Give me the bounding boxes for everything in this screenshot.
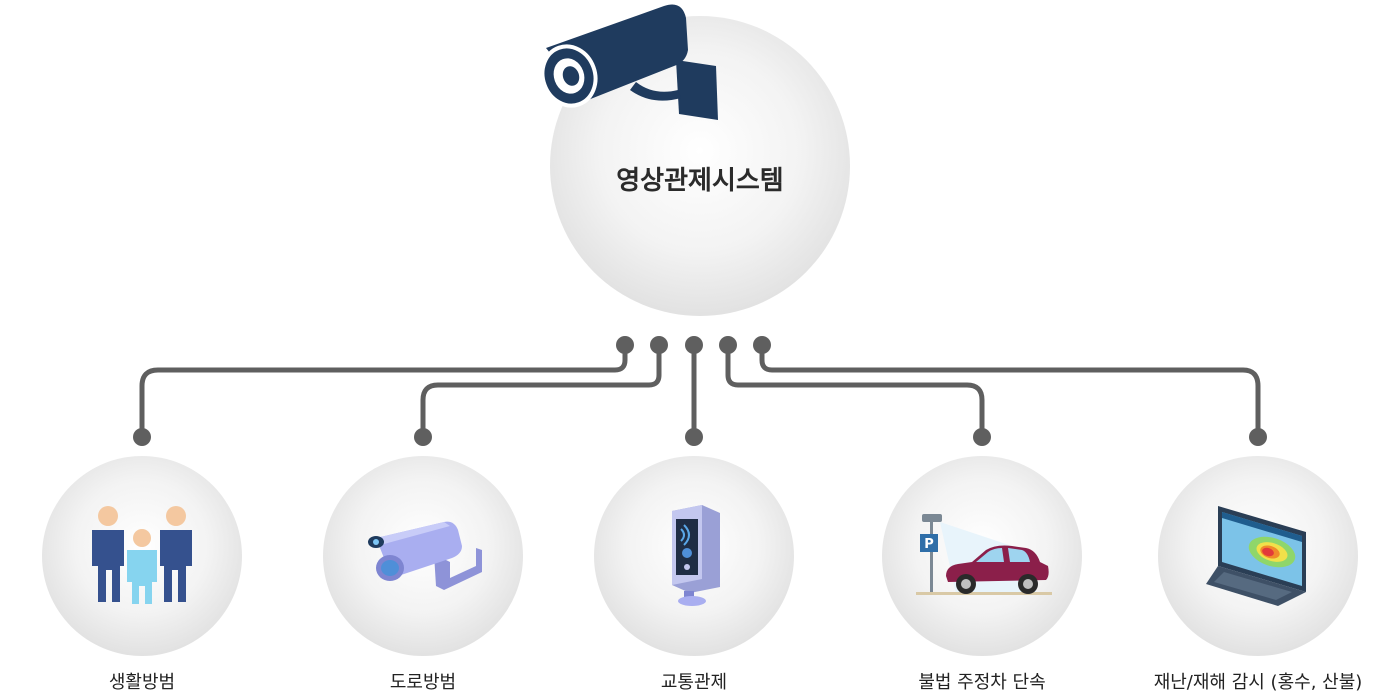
connector-dot-top-2 [650, 336, 668, 354]
node-label-3: 교통관제 [660, 672, 728, 693]
connector-line-2 [420, 342, 662, 440]
center-title: 영상관제시스템 [616, 166, 784, 196]
node-label-1: 생활방범 [108, 672, 176, 693]
cctv-camera-icon [540, 2, 718, 120]
connector-line-5 [759, 342, 1261, 440]
connector-dot-top-4 [719, 336, 737, 354]
connector-dot-top-3 [685, 336, 703, 354]
traffic-sensor-icon [672, 505, 720, 606]
people-icon [92, 506, 192, 604]
connector-dot-bottom-2 [414, 428, 432, 446]
parking-car-icon: P [916, 514, 1052, 595]
node-label-2: 도로방범 [389, 672, 457, 693]
connector-dot-bottom-5 [1249, 428, 1267, 446]
connector-dot-bottom-4 [973, 428, 991, 446]
security-camera-icon [368, 521, 482, 590]
heatmap-laptop-icon [1206, 506, 1306, 606]
connector-line-1 [139, 342, 628, 440]
svg-text:P: P [924, 537, 934, 552]
connector-dot-bottom-3 [685, 428, 703, 446]
node-label-5: 재난/재해 감시 (홍수, 산불) [1153, 672, 1363, 693]
connector-dot-bottom-1 [133, 428, 151, 446]
node-label-4: 불법 주정차 단속 [918, 672, 1046, 693]
connector-line-4 [725, 342, 985, 440]
connector-dot-top-5 [753, 336, 771, 354]
connector-dot-top-1 [616, 336, 634, 354]
